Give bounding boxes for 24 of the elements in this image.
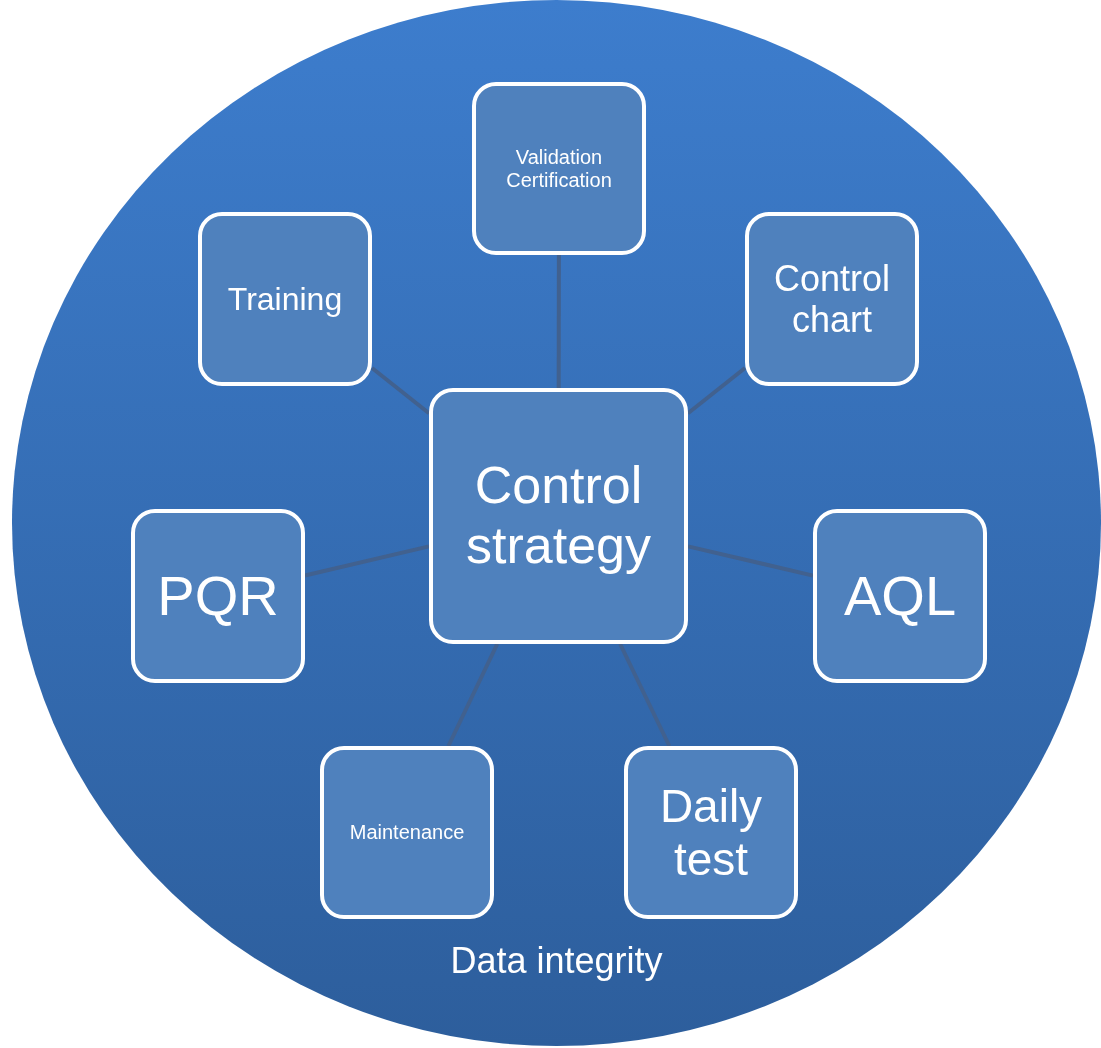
- connector-line: [686, 366, 747, 415]
- region-label: Data integrity: [449, 940, 664, 982]
- process-box: [624, 746, 798, 919]
- box-label: Control strategy: [465, 456, 652, 576]
- connector-line: [556, 255, 561, 388]
- process-box: [131, 509, 305, 683]
- box-label: Validation Certification: [505, 145, 613, 192]
- process-box: [813, 509, 987, 683]
- connector-line: [618, 643, 672, 747]
- process-box: [198, 212, 372, 386]
- box-label: Daily test: [658, 779, 764, 886]
- box-label: Maintenance: [349, 821, 465, 844]
- process-box: [472, 82, 646, 255]
- central-box: [429, 388, 688, 644]
- box-label: PQR: [157, 563, 279, 629]
- connector-line: [446, 643, 500, 747]
- process-box: [320, 746, 494, 919]
- process-box: [745, 212, 919, 386]
- box-label: AQL: [843, 563, 957, 629]
- box-label: Control chart: [772, 257, 892, 341]
- box-label: Training: [227, 280, 343, 318]
- connector-line: [304, 544, 430, 578]
- connector-line: [370, 366, 431, 415]
- connector-line: [687, 544, 814, 578]
